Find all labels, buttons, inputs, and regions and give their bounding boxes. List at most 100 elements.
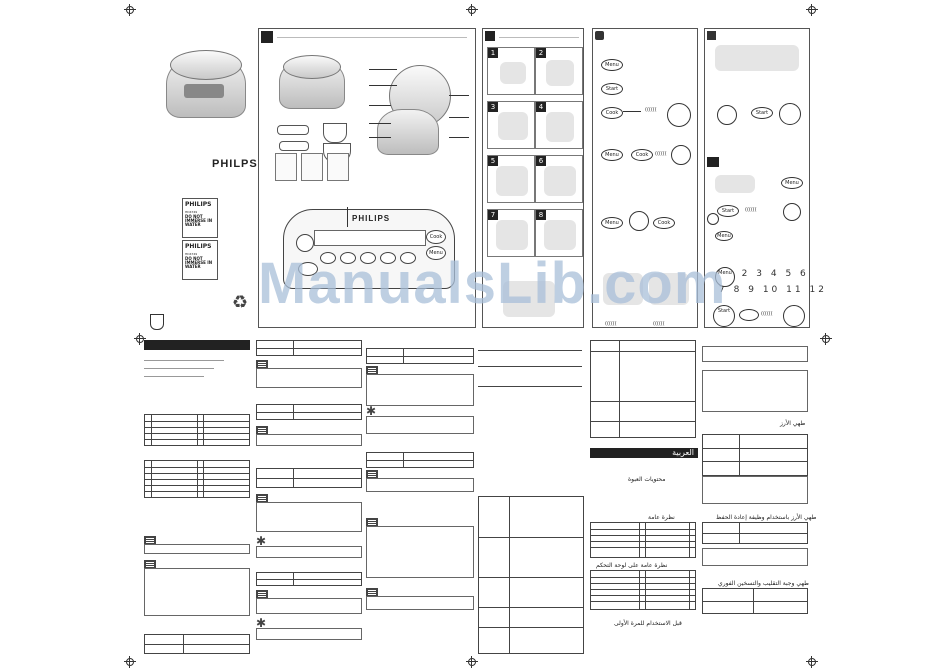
step-number: 5 [488,156,498,166]
callout-line [347,207,348,227]
header-rule [277,37,467,38]
step-box: 8 [535,209,583,257]
menu-key: Menu [601,59,623,71]
step-illustration [496,220,528,250]
watermark: ManualsLib.com [258,251,727,316]
keep-warm-heading: طهي الأرز باستخدام وظيفة إعادة الحفظ [716,514,817,521]
steps-icon [485,31,495,41]
table [366,348,474,364]
step-number: 2 [536,48,546,58]
note-box [702,370,808,412]
package-brand: PHILIPS [185,201,212,208]
menu-button: Menu [426,246,446,260]
step-number: 7 [488,210,498,220]
step-box: 2 [535,47,583,95]
cook-key: Cook [601,107,623,119]
recycle-icon: ♻ [232,292,249,313]
arabic-language-header: العربية [590,448,698,458]
step-box: 5 [487,155,535,203]
note-box [366,374,474,406]
signal-symbol: (((((( [653,321,665,327]
callout-line [369,69,397,70]
note-icon [144,536,156,545]
product-lid [283,55,341,79]
control-panel-brand: PHILIPS [352,214,391,223]
cooker-closeup-illustration [503,281,555,317]
step-illustration [498,112,528,140]
snowflake-icon: ✱ [256,616,267,630]
package-warning: DO NOT IMMERSE IN WATER [185,256,213,269]
timer-state [629,211,649,231]
recipe-book-doc [301,153,323,181]
steam-basket-illustration [715,45,799,71]
flow-arrow [623,111,641,112]
start-key: Start [751,107,773,119]
table [366,452,474,468]
cook-key: Cook [631,149,653,161]
note-box [256,368,362,388]
step-number: 4 [536,102,546,112]
text-line [144,376,204,377]
note-box [256,434,362,446]
registration-mark [820,333,832,345]
reheat-table [702,588,808,614]
text-line [144,360,224,361]
note-icon [366,518,378,527]
rice-mode-icon [595,31,604,40]
note-icon [144,560,156,569]
callout-line [369,137,391,138]
package-label: PHILIPS HD4749 DO NOT IMMERSE IN WATER [182,198,218,238]
parts-table [144,414,250,446]
start-button [298,262,318,276]
cook-button: Cook [426,230,446,244]
cooker-state [671,145,691,165]
note-box [366,526,474,578]
step-box: 3 [487,101,535,149]
cook-key: Cook [653,217,675,229]
step-box: 4 [535,101,583,149]
text-line [144,368,214,369]
cooking-heading: طهي الأرز [780,420,806,427]
step-illustration [546,112,574,142]
note-icon [256,494,268,503]
note-box [366,416,474,434]
step-number: 6 [536,156,546,166]
note-icon [366,470,378,479]
control-panel-display [314,230,426,246]
note-box [256,598,362,614]
registration-mark [134,333,146,345]
signal-symbol: (((((( [605,321,617,327]
measuring-cup [323,123,347,143]
panel-button [380,252,396,264]
table [256,340,362,356]
callout-line [369,123,391,124]
note-icon [366,588,378,597]
package-code: HD4749 [185,252,198,256]
panel-button [320,252,336,264]
table [256,468,362,488]
cooker-state [667,103,691,127]
panel-table [590,570,696,610]
arabic-table [590,340,696,438]
table [256,404,362,420]
preset-keys-row: Menu [715,231,805,241]
start-key: Start [713,305,735,327]
signal-symbol: (((((( [745,207,757,213]
note-icon [256,426,268,435]
step-box: 6 [535,155,583,203]
preset-number: 7 [719,285,728,295]
overview-icon [261,31,273,43]
open-cooker-illustration [377,109,439,155]
warranty-doc [327,153,349,181]
header-rule [499,37,579,38]
preset-number: 3 [756,269,765,279]
table [144,634,250,654]
section-overview-heading: نظرة عامة [648,514,675,521]
registration-mark [466,4,478,16]
overview-table [590,522,696,558]
note-box [366,478,474,492]
note-box [366,596,474,610]
preset-number: 2 [741,269,751,279]
cooker-illustration [649,273,689,305]
